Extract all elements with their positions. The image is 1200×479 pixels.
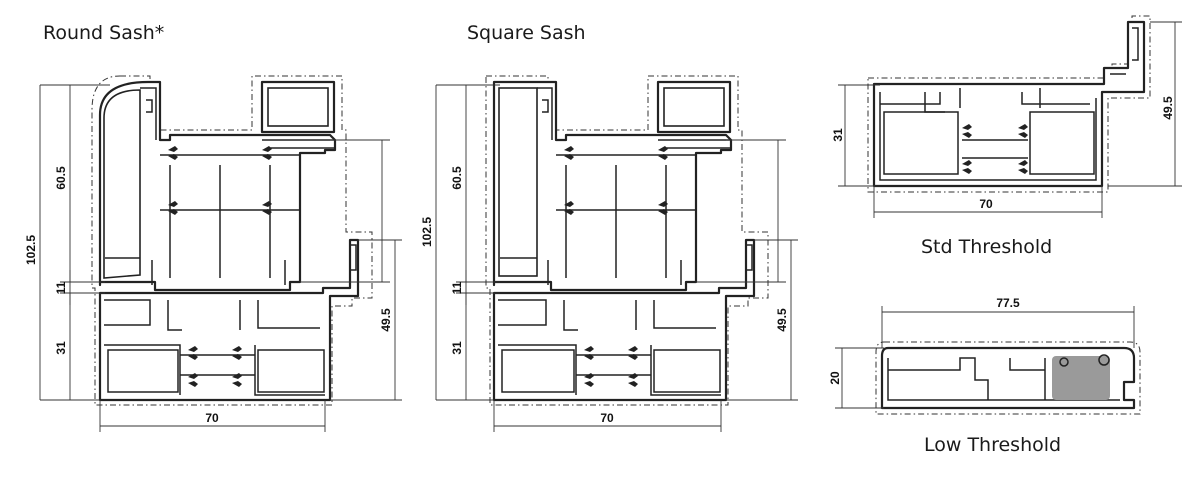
round-sash-envelope [91, 75, 373, 406]
square-sash-envelope [485, 75, 769, 406]
low-threshold-envelope [875, 341, 1141, 415]
low-dim-height: 20 [828, 371, 842, 385]
square-sash-drawing: 102.5 60.5 11 31 49.5 70 [420, 75, 798, 432]
std-threshold-title: Std Threshold [921, 236, 1053, 258]
std-dim-width: 70 [979, 197, 993, 211]
round-sash-drawing: 102.5 60.5 11 31 49.5 70 [24, 75, 402, 432]
square-sash-title: Square Sash [467, 22, 586, 44]
square-dim-gap: 11 [450, 281, 464, 294]
round-dim-width: 70 [205, 411, 219, 425]
std-threshold-profile [872, 20, 1146, 188]
low-dim-width: 77.5 [996, 296, 1020, 310]
round-sash-title: Round Sash* [43, 22, 165, 44]
square-sash-profile [492, 80, 733, 292]
round-dim-sash-height: 60.5 [54, 166, 68, 190]
std-threshold-drawing: 31 49.5 70 [831, 15, 1182, 218]
round-dim-gap: 11 [54, 281, 68, 294]
round-dim-total-height: 102.5 [24, 235, 38, 265]
round-glass-bead [260, 80, 336, 134]
square-dim-frame-height: 31 [450, 341, 464, 355]
square-dim-right-height: 49.5 [775, 308, 789, 332]
std-dim-right-height: 49.5 [1161, 96, 1175, 120]
low-threshold-drawing: 20 77.5 [828, 296, 1141, 415]
square-glass-bead [656, 80, 732, 134]
square-dim-width: 70 [600, 411, 614, 425]
round-dim-right-height: 49.5 [379, 308, 393, 332]
round-dim-frame-height: 31 [54, 341, 68, 355]
low-threshold-insulation [1052, 356, 1110, 400]
std-dim-height: 31 [831, 128, 845, 142]
round-sash-profile [98, 80, 337, 292]
square-dim-sash-height: 60.5 [450, 166, 464, 190]
square-dim-total-height: 102.5 [420, 217, 434, 247]
low-threshold-title: Low Threshold [924, 434, 1062, 456]
